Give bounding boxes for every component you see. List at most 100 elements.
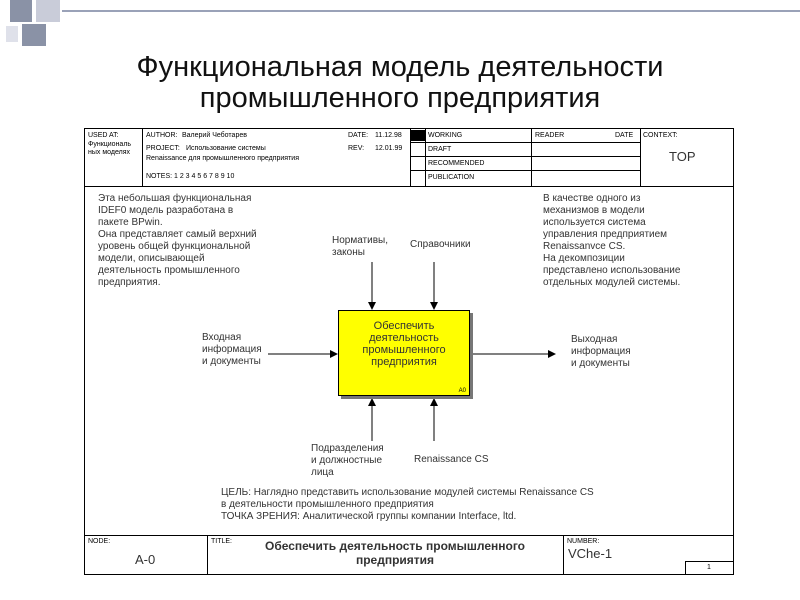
- reader-date-label: DATE: [615, 132, 634, 139]
- date-label: DATE:: [348, 132, 369, 139]
- goal-line: ЦЕЛЬ: Наглядно представить использование…: [221, 487, 594, 498]
- diagram-title-line: Обеспечить деятельность промышленного: [264, 539, 526, 553]
- input-label-line: и документы: [202, 356, 261, 367]
- control-label-2: Справочники: [410, 239, 471, 250]
- note-right-line: представлено использование: [543, 265, 681, 276]
- note-right: В качестве одного из механизмов в модели…: [543, 193, 680, 289]
- node-value: A-0: [135, 552, 156, 567]
- header-divider: [142, 129, 143, 186]
- mechanism-label-line: Подразделения: [311, 443, 384, 454]
- mechanism-label-line: и должностные: [311, 455, 383, 466]
- date-value: 11.12.98: [375, 132, 402, 139]
- context-value: TOP: [669, 149, 696, 164]
- decorative-square: [6, 26, 18, 42]
- mechanism-label-1: Подразделения и должностные лица: [311, 443, 384, 479]
- output-label: Выходная информация и документы: [571, 334, 631, 370]
- note-right-line: управления предприятием: [543, 229, 668, 240]
- slide-title-line1: Функциональная модель деятельности: [136, 51, 664, 83]
- page-number: 1: [707, 564, 711, 571]
- function-box-label-line: Обеспечить: [373, 320, 435, 332]
- header-divider: [640, 129, 641, 186]
- node-label: NODE:: [88, 538, 111, 545]
- goal-text: ЦЕЛЬ: Наглядно представить использование…: [221, 487, 594, 523]
- number-value: VChe-1: [568, 546, 613, 561]
- notes-text: NOTES: 1 2 3 4 5 6 7 8 9 10: [146, 173, 235, 180]
- function-box-label-line: промышленного: [362, 344, 446, 356]
- input-label-line: информация: [202, 344, 262, 355]
- note-left: Эта небольшая функциональная IDEF0 модел…: [98, 193, 257, 289]
- context-label: CONTEXT:: [643, 132, 678, 139]
- note-left-line: Она представляет самый верхний: [98, 229, 257, 240]
- note-right-line: используется система: [543, 217, 646, 228]
- decorative-square: [22, 24, 46, 46]
- header-bottom-line: [85, 186, 733, 187]
- note-left-line: Эта небольшая функциональная: [98, 193, 252, 204]
- project-label: PROJECT:: [146, 145, 180, 152]
- note-left-line: деятельность промышленного: [98, 265, 240, 276]
- control-label-line: законы: [332, 247, 365, 258]
- rev-label: REV:: [348, 145, 365, 152]
- mechanism-label-line: лица: [311, 467, 334, 478]
- footer-page-line: [685, 561, 686, 574]
- status-recommended: RECOMMENDED: [428, 160, 485, 167]
- idef0-frame: USED AT: Функциональ ных моделях AUTHOR:…: [84, 128, 734, 575]
- status-working: WORKING: [428, 132, 463, 139]
- used-at-value: ных моделях: [88, 149, 131, 156]
- project-value-2: Renaissance для промышленного предприяти…: [146, 155, 299, 162]
- author-label: AUTHOR:: [146, 132, 178, 139]
- number-label: NUMBER:: [567, 538, 600, 545]
- function-box-label: Обеспечить деятельность промышленного пр…: [339, 320, 469, 368]
- decorative-square: [36, 0, 60, 22]
- note-left-line: пакете BPwin.: [98, 217, 163, 228]
- rev-value: 12.01.99: [375, 145, 403, 152]
- reader-label: READER: [535, 132, 565, 139]
- slide-title: Функциональная модель деятельности промы…: [0, 52, 800, 114]
- input-label-line: Входная: [202, 332, 242, 343]
- function-box-a0[interactable]: Обеспечить деятельность промышленного пр…: [338, 310, 470, 396]
- header-divider: [425, 129, 426, 186]
- note-left-line: предприятия.: [98, 277, 161, 288]
- note-left-line: модели, описывающей: [98, 253, 205, 264]
- output-label-line: и документы: [571, 358, 630, 369]
- header-divider: [410, 129, 411, 186]
- used-at-value: Функциональ: [88, 141, 132, 148]
- output-label-line: Выходная: [571, 334, 618, 345]
- note-left-line: IDEF0 модель разработана в: [98, 205, 234, 216]
- note-right-line: В качестве одного из: [543, 193, 641, 204]
- decorative-square: [10, 0, 32, 22]
- status-row-line: [410, 156, 640, 157]
- footer-page-line: [685, 561, 733, 562]
- diagram-title-line: предприятия: [355, 553, 435, 567]
- title-label: TITLE:: [211, 538, 233, 545]
- function-box-label-line: деятельность: [369, 332, 439, 344]
- control-label-line: Нормативы,: [332, 235, 389, 246]
- diagram-title: Обеспечить деятельность промышленного пр…: [235, 539, 555, 567]
- goal-line: в деятельности промышленного предприятия: [221, 499, 434, 510]
- input-label: Входная информация и документы: [202, 332, 262, 368]
- header-divider: [531, 129, 532, 186]
- status-row-line: [410, 142, 640, 143]
- author-value: Валерий Чеботарев: [182, 132, 247, 139]
- note-right-line: На декомпозиции: [543, 253, 625, 264]
- status-draft: DRAFT: [428, 146, 452, 153]
- footer-divider: [207, 535, 208, 574]
- working-marker: [410, 130, 425, 141]
- project-value: Использование системы: [186, 145, 266, 152]
- status-row-line: [410, 170, 640, 171]
- output-label-line: информация: [571, 346, 631, 357]
- function-box-number: A0: [458, 388, 466, 394]
- function-box-label-line: предприятия: [371, 356, 437, 368]
- decorative-line: [62, 10, 800, 12]
- note-right-line: отдельных модулей системы.: [543, 277, 681, 288]
- note-right-line: Renaissanvce CS.: [543, 241, 626, 252]
- footer-divider: [563, 535, 564, 574]
- used-at-label: USED AT:: [88, 132, 119, 139]
- note-left-line: уровень общей функциональной: [98, 241, 251, 252]
- note-right-line: механизмов в модели: [543, 205, 645, 216]
- slide-title-line2: промышленного предприятия: [199, 82, 601, 114]
- control-label-1: Нормативы, законы: [332, 235, 388, 259]
- footer-top-line: [85, 535, 733, 536]
- status-publication: PUBLICATION: [428, 174, 475, 181]
- diagram-arrows: [268, 262, 556, 441]
- goal-line: ТОЧКА ЗРЕНИЯ: Аналитической группы компа…: [221, 511, 517, 522]
